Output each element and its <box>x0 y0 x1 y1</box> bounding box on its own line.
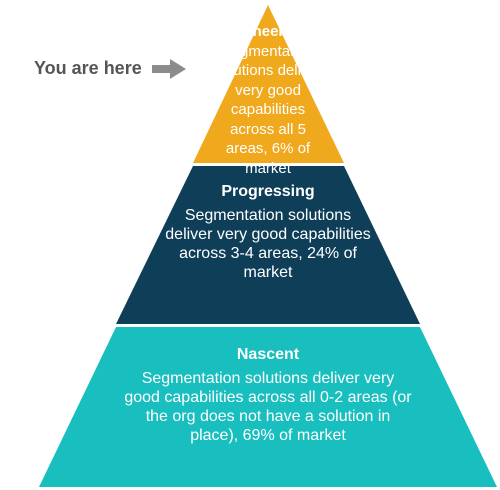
right-arrow-icon <box>151 58 186 79</box>
tier-bottom-shape <box>39 327 497 487</box>
tier-bottom-title: Nascent <box>236 346 300 363</box>
tier-middle-description: Segmentation solutions deliver very good… <box>165 207 371 281</box>
tier-top-text: Pioneering Segmentation solutions delive… <box>208 22 328 178</box>
tier-middle-text: Progressing Segmentation solutions deliv… <box>165 182 371 282</box>
you-are-here-label: You are here <box>34 58 142 78</box>
tier-top-shape <box>193 5 344 163</box>
tier-middle-shape <box>116 166 420 324</box>
you-are-here-marker: You are here <box>34 58 186 79</box>
tier-bottom-description: Segmentation solutions deliver very good… <box>124 370 412 444</box>
tier-top-description: Segmentation solutions deliver very good… <box>214 42 322 177</box>
tier-top-title: Pioneering <box>229 23 307 40</box>
tier-middle-title: Progressing <box>221 183 315 200</box>
tier-bottom-text: Nascent Segmentation solutions deliver v… <box>122 345 414 445</box>
